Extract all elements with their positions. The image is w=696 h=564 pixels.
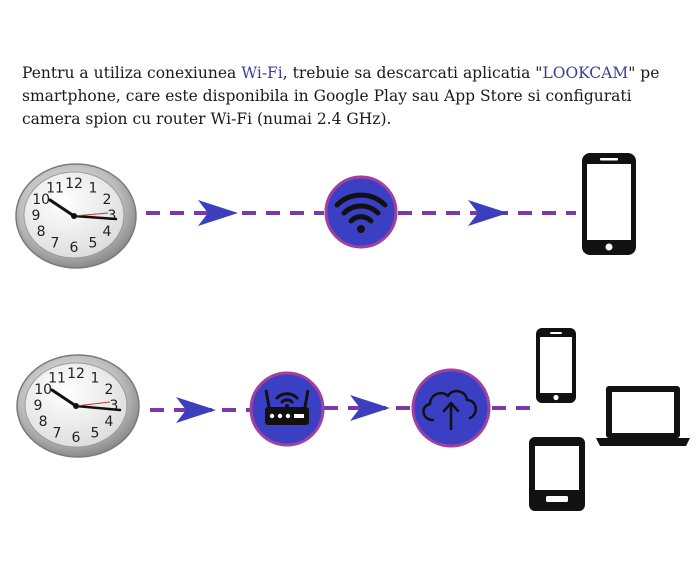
intro-app-name: LOOKCAM bbox=[542, 64, 629, 82]
intro-text: Pentru a utiliza conexiunea Wi-Fi, trebu… bbox=[22, 62, 682, 131]
row1-connector-1 bbox=[146, 200, 324, 226]
clock-numeral: 8 bbox=[37, 224, 46, 240]
row2-connector-1 bbox=[150, 397, 250, 423]
clock-numeral: 10 bbox=[32, 192, 50, 208]
clock-numeral: 11 bbox=[48, 370, 66, 386]
row2-router-icon bbox=[249, 371, 325, 447]
clock-numeral: 5 bbox=[91, 426, 100, 442]
row1-arrow-2 bbox=[468, 200, 508, 226]
row2-laptop-icon bbox=[596, 386, 690, 446]
clock-numeral: 6 bbox=[72, 430, 81, 446]
clock-numeral: 12 bbox=[65, 176, 83, 192]
row1-connector-2 bbox=[398, 200, 576, 226]
clock-numeral: 2 bbox=[102, 192, 111, 208]
row2-arrow-1 bbox=[176, 397, 216, 423]
clock-numeral: 4 bbox=[104, 414, 113, 430]
clock-numeral: 8 bbox=[39, 414, 48, 430]
intro-wifi: Wi-Fi bbox=[241, 64, 283, 82]
row1-smartphone-icon bbox=[582, 153, 636, 255]
intro-part3: " pe smartphone, care este disponibila i… bbox=[22, 64, 660, 128]
clock-numeral: 9 bbox=[34, 398, 43, 414]
row2-tablet-icon bbox=[529, 437, 585, 511]
row1-wifi-icon bbox=[324, 175, 398, 249]
clock-numeral: 7 bbox=[51, 236, 60, 252]
row1-arrow-1 bbox=[198, 200, 238, 226]
clock-numeral: 1 bbox=[91, 370, 100, 386]
clock-numeral: 2 bbox=[104, 382, 113, 398]
intro-part1: Pentru a utiliza conexiunea bbox=[22, 64, 242, 82]
clock-numeral: 3 bbox=[108, 208, 117, 224]
clock-numeral: 7 bbox=[53, 426, 62, 442]
clock-numeral: 11 bbox=[46, 180, 64, 196]
row2-connector-2 bbox=[324, 395, 412, 421]
clock-numeral: 9 bbox=[32, 208, 41, 224]
clock-numeral: 4 bbox=[102, 224, 111, 240]
clock-numeral: 10 bbox=[34, 382, 52, 398]
clock-numeral: 12 bbox=[67, 366, 85, 382]
intro-part2: , trebuie sa descarcati aplicatia " bbox=[282, 64, 543, 82]
row2-arrow-2 bbox=[350, 395, 390, 421]
clock-numeral: 1 bbox=[89, 180, 98, 196]
clock-numeral: 3 bbox=[110, 398, 119, 414]
clock-numeral: 5 bbox=[89, 236, 98, 252]
clock-numeral: 6 bbox=[70, 240, 79, 256]
row2-cloud-upload-icon bbox=[411, 368, 491, 448]
row2-smartphone-icon bbox=[536, 328, 576, 403]
